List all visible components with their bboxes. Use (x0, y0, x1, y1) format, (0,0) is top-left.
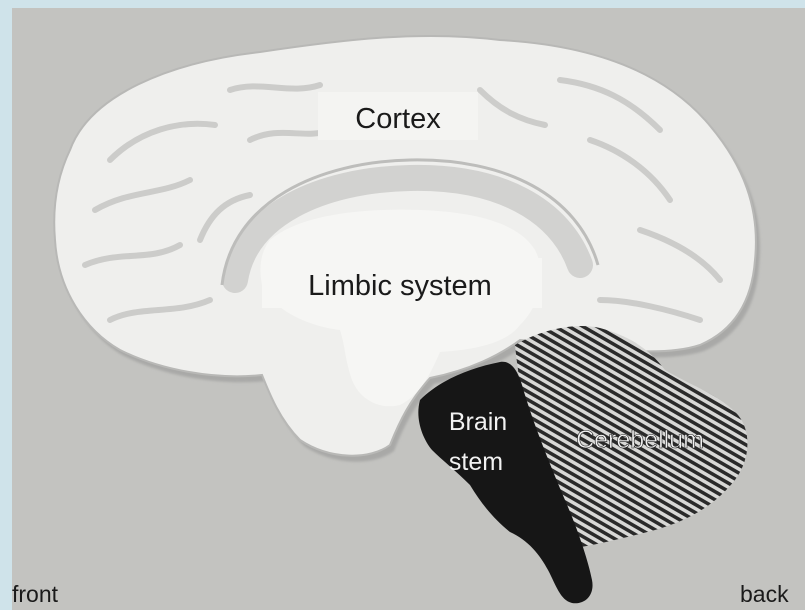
brainstem-label-line1: Brain (449, 408, 507, 436)
cortex-label: Cortex (355, 103, 441, 135)
back-label: back (740, 581, 789, 607)
front-label: front (12, 581, 59, 607)
brainstem-label-line2: stem (449, 448, 503, 476)
limbic-system-label: Limbic system (308, 270, 492, 302)
cerebellum-label: Cerebellum (576, 426, 704, 454)
